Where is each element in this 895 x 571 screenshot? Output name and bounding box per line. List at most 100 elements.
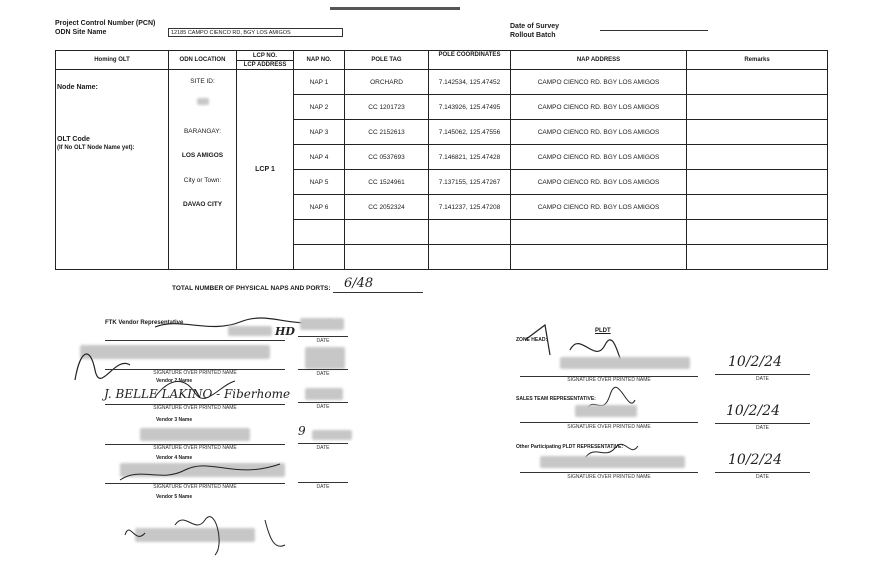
redaction bbox=[560, 357, 690, 369]
col-homing-olt: Homing OLT bbox=[55, 50, 169, 70]
redaction bbox=[120, 463, 285, 477]
redaction bbox=[305, 347, 345, 369]
odn-site-label: ODN Site Name bbox=[55, 29, 107, 36]
totals-value: 6/48 bbox=[344, 276, 374, 291]
table-row: NAP 2 CC 1201723 7.143926, 125.47495 CAM… bbox=[56, 94, 828, 120]
coords-cell: 7.141237, 125.47208 bbox=[428, 194, 511, 220]
redaction bbox=[135, 528, 255, 542]
col-lcp-address: LCP ADDRESS bbox=[243, 61, 287, 68]
barangay-label: BARANGAY: bbox=[183, 128, 222, 135]
lcp-cell: LCP 1 bbox=[236, 69, 294, 270]
pldt-date-3: 10/2/24 bbox=[728, 452, 782, 468]
remarks-cell bbox=[686, 69, 828, 95]
homing-olt-cell: Node Name: OLT Code (If No OLT Node Name… bbox=[55, 69, 169, 270]
date-caption: DATE bbox=[316, 484, 330, 490]
date-caption: DATE bbox=[316, 445, 330, 451]
date-survey-line bbox=[600, 30, 708, 31]
nap-no-cell: NAP 1 bbox=[293, 69, 345, 95]
date-caption: DATE bbox=[316, 338, 330, 344]
sig-caption: SIGNATURE OVER PRINTED NAME bbox=[153, 484, 237, 490]
coords-cell: 7.143926, 125.47495 bbox=[428, 94, 511, 120]
sig-caption: SIGNATURE OVER PRINTED NAME bbox=[567, 474, 651, 480]
date-caption: DATE bbox=[756, 376, 769, 382]
table-header-row: Homing OLT ODN LOCATION LCP NO. LCP ADDR… bbox=[55, 50, 828, 70]
zone-head-label: ZONE HEAD: bbox=[516, 337, 548, 343]
pole-tag-cell: CC 1524961 bbox=[344, 169, 429, 195]
remarks-cell bbox=[686, 94, 828, 120]
nap-no-cell: NAP 2 bbox=[293, 94, 345, 120]
rollout-batch-label: Rollout Batch bbox=[510, 32, 556, 39]
redaction bbox=[575, 405, 637, 417]
address-cell: CAMPO CIENCO RD. BGY LOS AMIGOS bbox=[510, 69, 687, 95]
vendor3-label: Vendor 3 Name bbox=[156, 417, 193, 423]
address-cell: CAMPO CIENCO RD. BGY LOS AMIGOS bbox=[510, 119, 687, 145]
address-cell: CAMPO CIENCO RD. BGY LOS AMIGOS bbox=[510, 144, 687, 170]
site-id-redaction bbox=[197, 98, 209, 105]
barangay-value: LOS AMIGOS bbox=[181, 152, 224, 159]
vendor2-signature: J. BELLE LAKINO - Fiberhome bbox=[104, 387, 291, 401]
pcn-label: Project Control Number (PCN) bbox=[55, 20, 156, 27]
vendor-signature-scribble bbox=[124, 516, 286, 556]
col-nap-address: NAP ADDRESS bbox=[510, 50, 687, 70]
pole-tag-cell: CC 1201723 bbox=[344, 94, 429, 120]
col-nap-no: NAP NO. bbox=[293, 50, 345, 70]
odn-location-cell: SITE ID: BARANGAY: LOS AMIGOS City or To… bbox=[168, 69, 237, 270]
col-lcp-no: LCP NO. bbox=[237, 52, 293, 61]
other-rep-label: Other Participating PLDT REPRESENTATIVE: bbox=[516, 444, 624, 450]
coords-cell: 7.146821, 125.47428 bbox=[428, 144, 511, 170]
pole-tag-cell: ORCHARD bbox=[344, 69, 429, 95]
redaction bbox=[228, 326, 272, 336]
coords-cell: 7.142534, 125.47452 bbox=[428, 69, 511, 95]
city-value: DAVAO CITY bbox=[182, 201, 223, 208]
pldt-title: PLDT bbox=[595, 328, 611, 334]
vendor5-label: Vendor 5 Name bbox=[156, 494, 193, 500]
pldt-signature-scribble bbox=[584, 386, 636, 416]
coords-cell: 7.137155, 125.47267 bbox=[428, 169, 511, 195]
city-label: City or Town: bbox=[183, 177, 222, 184]
nap-no-cell: NAP 5 bbox=[293, 169, 345, 195]
pole-tag-cell: CC 2152613 bbox=[344, 119, 429, 145]
nap-no-cell: NAP 6 bbox=[293, 194, 345, 220]
pldt-signature-scribble bbox=[584, 443, 639, 459]
sig-caption: SIGNATURE OVER PRINTED NAME bbox=[153, 405, 237, 411]
redaction bbox=[140, 428, 250, 441]
date-survey-label: Date of Survey bbox=[510, 23, 560, 30]
sig-caption: SIGNATURE OVER PRINTED NAME bbox=[153, 445, 237, 451]
vendor2-label: Vendor 2 Name bbox=[156, 378, 193, 384]
node-name-label: Node Name: bbox=[57, 84, 98, 91]
vendor-title: FTK Vendor Representative bbox=[105, 320, 184, 326]
site-id-label: SITE ID: bbox=[190, 78, 215, 85]
redaction bbox=[312, 430, 352, 440]
nap-no-cell: NAP 4 bbox=[293, 144, 345, 170]
coords-cell: 7.145062, 125.47556 bbox=[428, 119, 511, 145]
totals-line bbox=[333, 292, 423, 293]
vendor-signature-scribble bbox=[74, 353, 131, 381]
col-lcp: LCP NO. LCP ADDRESS bbox=[236, 50, 294, 70]
date-caption: DATE bbox=[316, 371, 330, 377]
sig-caption: SIGNATURE OVER PRINTED NAME bbox=[153, 370, 237, 376]
vendor4-label: Vendor 4 Name bbox=[156, 455, 193, 461]
nap-no-cell: NAP 3 bbox=[293, 119, 345, 145]
table-row-empty bbox=[56, 244, 828, 270]
address-cell: CAMPO CIENCO RD. BGY LOS AMIGOS bbox=[510, 94, 687, 120]
sig-caption: SIGNATURE OVER PRINTED NAME bbox=[567, 424, 651, 430]
redaction bbox=[80, 345, 270, 359]
vendor-signature-scribble bbox=[119, 463, 281, 481]
totals-label: TOTAL NUMBER OF PHYSICAL NAPS AND PORTS: bbox=[172, 285, 331, 292]
pole-tag-cell: CC 0537693 bbox=[344, 144, 429, 170]
lcp-value: LCP 1 bbox=[255, 166, 275, 173]
odn-table: Homing OLT ODN LOCATION LCP NO. LCP ADDR… bbox=[55, 50, 828, 270]
sales-team-label: SALES TEAM REPRESENTATIVE: bbox=[516, 396, 596, 402]
redaction bbox=[300, 318, 344, 330]
col-remarks: Remarks bbox=[686, 50, 828, 70]
table-row: NAP 6 CC 2052324 7.141237, 125.47208 CAM… bbox=[56, 194, 828, 220]
date-caption: DATE bbox=[756, 474, 769, 480]
redaction bbox=[540, 456, 685, 468]
date-caption: DATE bbox=[756, 425, 769, 431]
olt-code-label: OLT Code bbox=[57, 136, 90, 143]
remarks-cell bbox=[686, 144, 828, 170]
table-row-empty bbox=[56, 219, 828, 245]
odn-site-value: 12185 CAMPO CIENCO RD, BGY LOS AMIGOS bbox=[168, 28, 343, 37]
pole-tag-cell: CC 2052324 bbox=[344, 194, 429, 220]
remarks-cell bbox=[686, 169, 828, 195]
